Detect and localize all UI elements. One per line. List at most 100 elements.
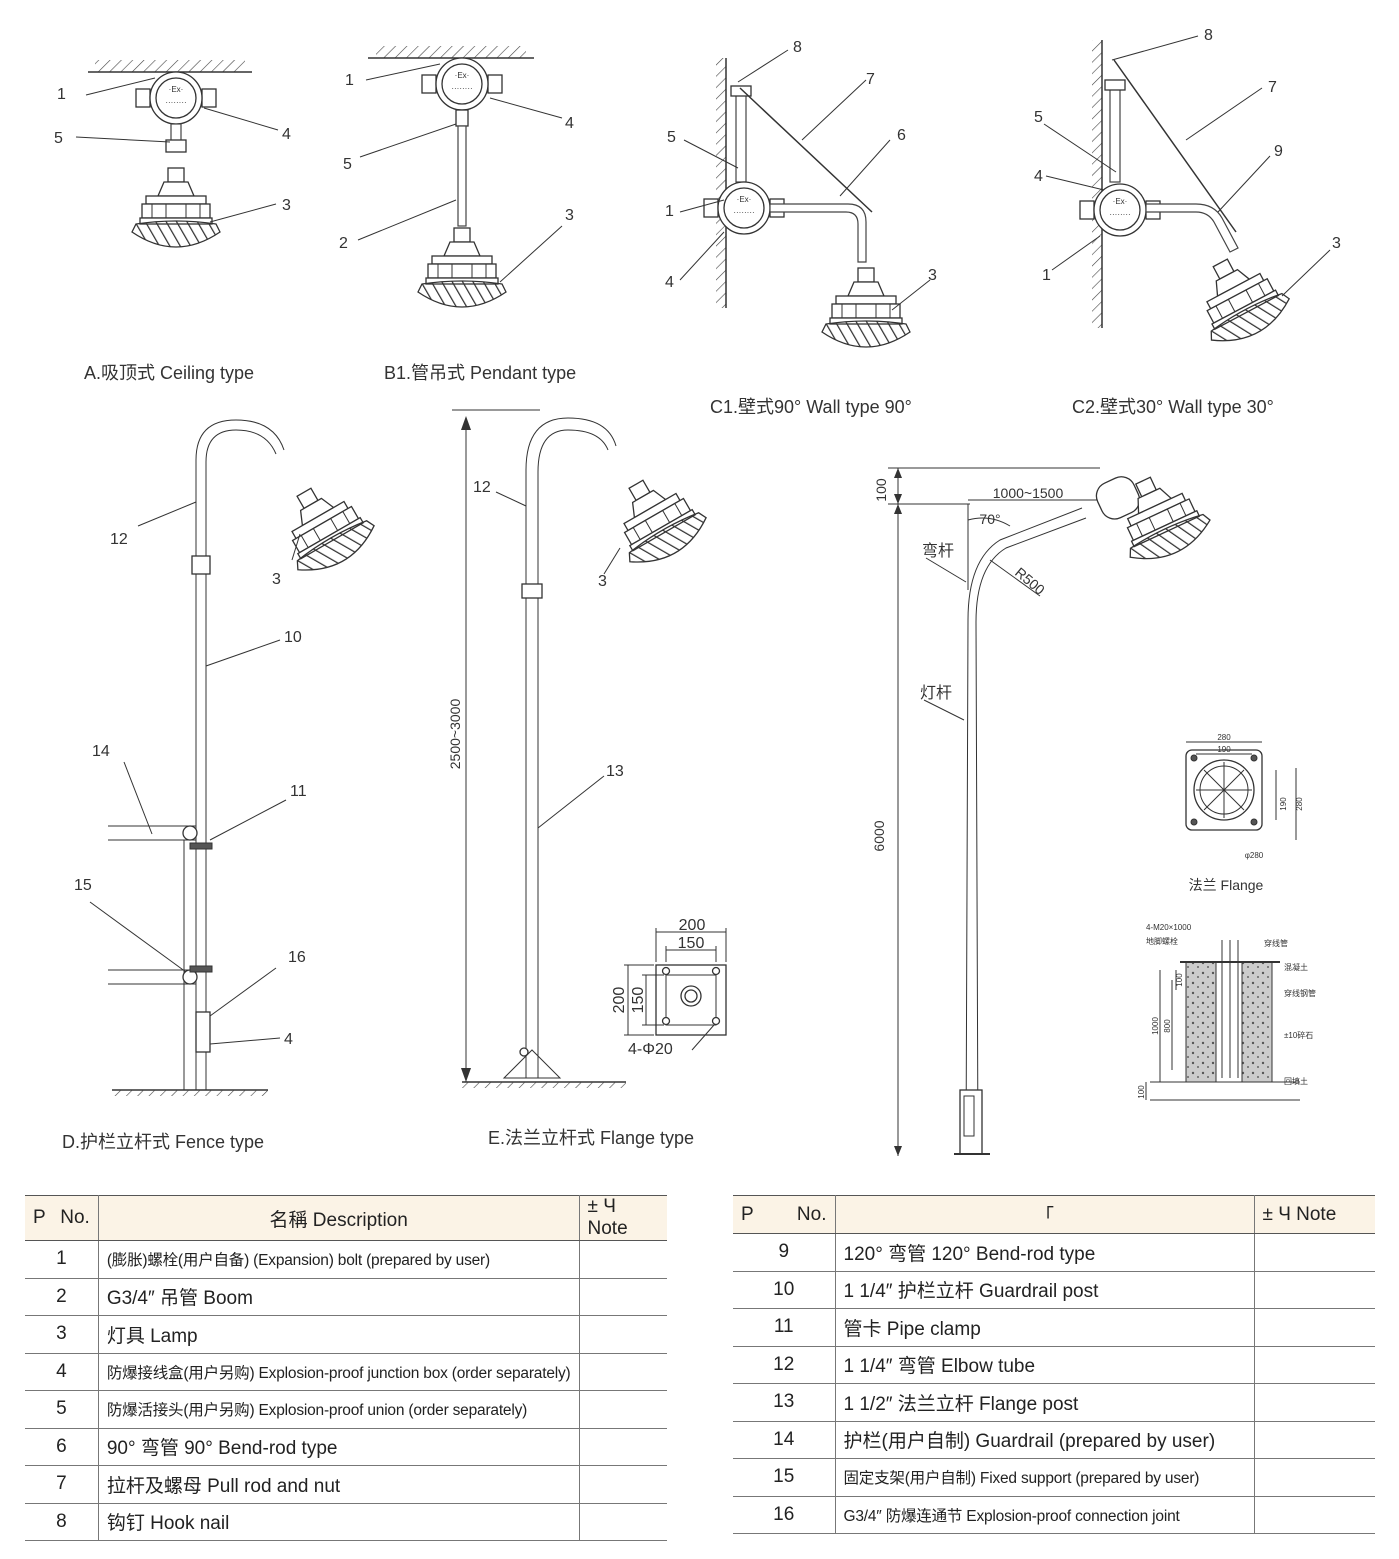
header-note: ± Ч Note <box>1254 1195 1375 1234</box>
caption-flange-type: E.法兰立杆式 Flange type <box>488 1128 694 1148</box>
dim-angle: 70° <box>979 511 1000 527</box>
part-note <box>579 1503 667 1541</box>
callout-13: 13 <box>606 763 624 780</box>
part-description: 90° 弯管 90° Bend-rod type <box>98 1428 580 1466</box>
callout-4: 4 <box>1034 168 1043 185</box>
flange-dim-5: φ280 <box>1245 851 1264 860</box>
callout-3: 3 <box>928 267 937 284</box>
part-description: G3/4″ 防爆连通节 Explosion-proof connection j… <box>835 1496 1255 1534</box>
callout-11: 11 <box>290 783 307 800</box>
header-description: 名稱 Description <box>98 1195 580 1241</box>
callout-5: 5 <box>667 129 676 146</box>
caption-ceiling-type: A.吸顶式 Ceiling type <box>84 363 254 383</box>
callout-12: 12 <box>473 479 491 496</box>
callout-1: 1 <box>665 203 674 220</box>
part-description: 防爆活接头(用户另购) Explosion-proof union (order… <box>98 1390 580 1429</box>
header-no: P No. <box>733 1195 836 1234</box>
part-note <box>1254 1421 1375 1459</box>
part-number: 4 <box>25 1353 99 1391</box>
callout-15: 15 <box>74 877 92 894</box>
part-number: 1 <box>25 1240 99 1279</box>
foundation-dim-4: 混凝土 <box>1284 962 1308 972</box>
callout-12: 12 <box>110 531 128 548</box>
dim-reach: 1000~1500 <box>993 485 1064 501</box>
part-note <box>1254 1233 1375 1272</box>
header-no-label: No. <box>60 1207 90 1228</box>
part-note <box>1254 1346 1375 1384</box>
wall-type-90-figure: 8 7 6 5 1 4 3 C1.壁式90° Wall type 90° <box>665 39 937 417</box>
foundation-dim-11: 100 <box>1137 1085 1146 1099</box>
part-note <box>1254 1496 1375 1534</box>
callout-3: 3 <box>565 207 574 224</box>
street-light-pole-figure: 100 6000 1000~1500 70° R500 弯杆 灯杆 <box>871 461 1316 1156</box>
callout-8: 8 <box>1204 27 1213 44</box>
callout-10: 10 <box>284 629 302 646</box>
callout-1: 1 <box>57 86 66 103</box>
dim-flange-h-outer: 200 <box>611 987 628 1014</box>
caption-fence-type: D.护栏立杆式 Fence type <box>62 1132 264 1152</box>
flange-dim-3: 190 <box>1279 797 1288 811</box>
part-note <box>1254 1458 1375 1497</box>
foundation-dim-7: 回填土 <box>1284 1076 1308 1086</box>
part-number: 7 <box>25 1465 99 1504</box>
callout-8: 8 <box>793 39 802 56</box>
part-note <box>1254 1383 1375 1422</box>
part-note <box>579 1390 667 1429</box>
callout-7: 7 <box>866 71 875 88</box>
callout-1: 1 <box>345 72 354 89</box>
part-number: 14 <box>733 1421 836 1459</box>
foundation-dim-8: 100 <box>1175 973 1184 987</box>
table-header-row: P No. 名稱 Description ± Ч Note <box>25 1195 667 1241</box>
callout-16: 16 <box>288 949 306 966</box>
part-number: 12 <box>733 1346 836 1384</box>
dim-pole-height: 6000 <box>871 820 887 851</box>
label-pole: 灯杆 <box>920 684 952 702</box>
callout-4: 4 <box>565 115 574 132</box>
part-description: 灯具 Lamp <box>98 1315 580 1354</box>
callout-4: 4 <box>665 274 674 291</box>
callout-7: 7 <box>1268 79 1277 96</box>
part-description: 管卡 Pipe clamp <box>835 1308 1255 1347</box>
dim-flange-w-inner: 150 <box>678 935 705 952</box>
part-number: 5 <box>25 1390 99 1429</box>
header-note: ± Ч Note <box>579 1195 667 1241</box>
part-description: 1 1/2″ 法兰立杆 Flange post <box>835 1383 1255 1422</box>
installation-drawing: ·Ex· ········ 1 5 4 3 A.吸顶式 Ceiling type <box>54 27 1341 1156</box>
table-header-row: P No. 「 ± Ч Note <box>733 1195 1375 1234</box>
callout-6: 6 <box>897 127 906 144</box>
part-number: 3 <box>25 1315 99 1354</box>
part-note <box>579 1353 667 1391</box>
table-row: 1(膨胀)螺栓(用户自备) (Expansion) bolt (prepared… <box>25 1240 667 1279</box>
part-number: 2 <box>25 1278 99 1316</box>
callout-3: 3 <box>598 573 607 590</box>
callout-3: 3 <box>1332 235 1341 252</box>
part-note <box>1254 1308 1375 1347</box>
part-note <box>1254 1271 1375 1309</box>
part-note <box>579 1315 667 1354</box>
part-number: 15 <box>733 1458 836 1497</box>
foundation-dim-10: 800 <box>1163 1019 1172 1033</box>
dim-top-100: 100 <box>873 478 889 502</box>
part-number: 9 <box>733 1233 836 1272</box>
callout-1: 1 <box>1042 267 1051 284</box>
dim-flange-holes: 4-Φ20 <box>628 1041 673 1058</box>
part-note <box>579 1428 667 1466</box>
part-number: 11 <box>733 1308 836 1347</box>
part-description: 护栏(用户自制) Guardrail (prepared by user) <box>835 1421 1255 1459</box>
flange-dim-1: 280 <box>1217 733 1231 742</box>
part-description: 固定支架(用户自制) Fixed support (prepared by us… <box>835 1458 1255 1497</box>
dim-radius: R500 <box>1012 564 1048 598</box>
callout-2: 2 <box>339 235 348 252</box>
part-description: 1 1/4″ 护栏立杆 Guardrail post <box>835 1271 1255 1309</box>
part-description: 防爆接线盒(用户另购) Explosion-proof junction box… <box>98 1353 580 1391</box>
